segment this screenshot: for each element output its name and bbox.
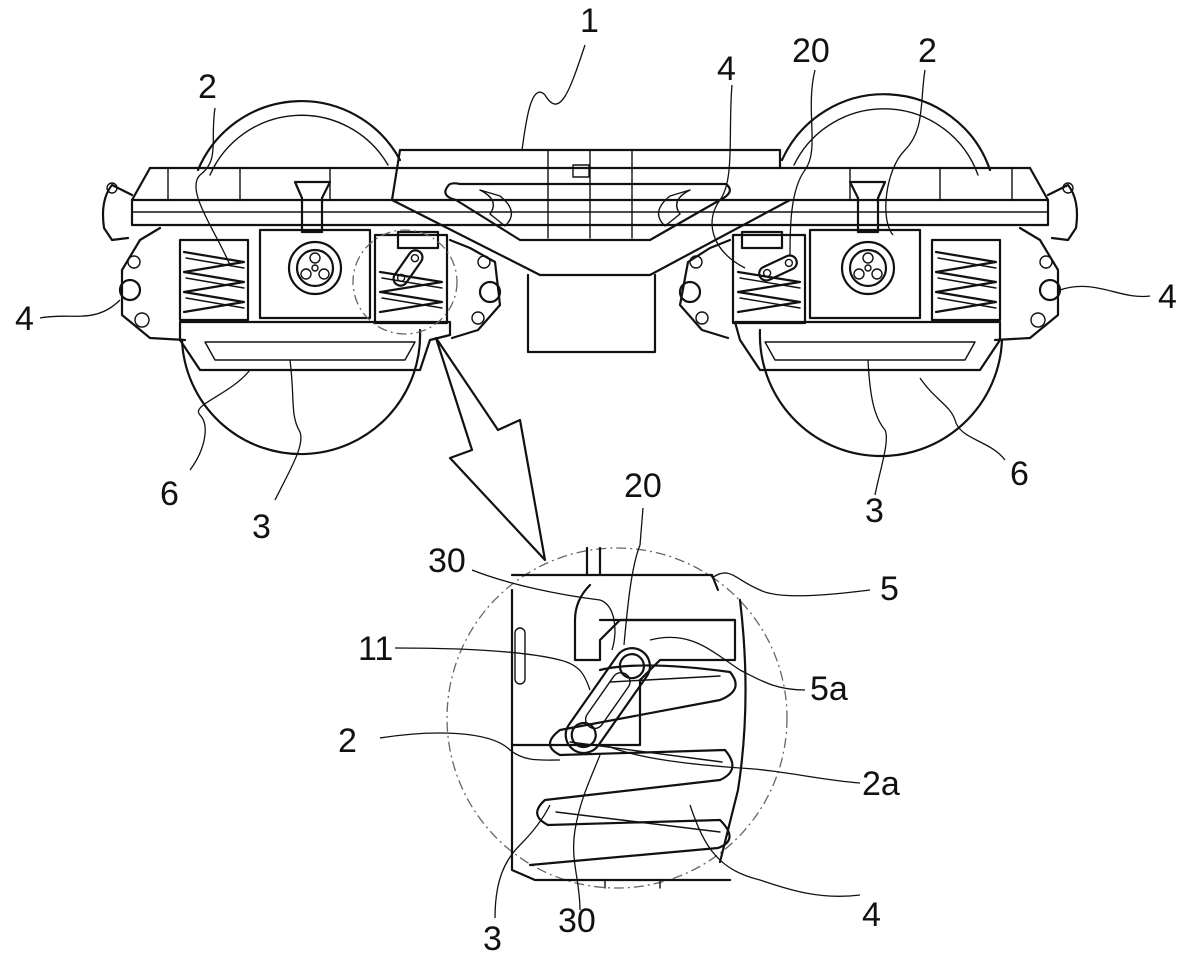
label-spring-2-right: 2 <box>918 32 937 70</box>
label-side-4-right: 4 <box>1158 278 1177 316</box>
label-spring-2-left: 2 <box>198 68 217 106</box>
label-frame-1: 1 <box>580 2 599 40</box>
label-detail-30-top: 30 <box>428 542 466 580</box>
detail-view <box>447 548 787 888</box>
reference-labels: 1 2 2 20 4 4 4 6 3 3 6 20 30 5 11 5a 2 2… <box>15 2 1177 958</box>
label-spring-4-upper: 4 <box>717 50 736 88</box>
label-detail-2a: 2a <box>862 765 900 803</box>
label-detail-5: 5 <box>880 570 899 608</box>
label-bar-3-left: 3 <box>252 508 271 546</box>
right-wheel <box>760 94 1002 456</box>
leader-lines <box>40 45 1150 918</box>
label-detail-4: 4 <box>862 896 881 934</box>
label-side-4-left: 4 <box>15 300 34 338</box>
label-wheel-6-right: 6 <box>1010 455 1029 493</box>
zoom-arrow <box>436 338 545 560</box>
label-detail-2: 2 <box>338 722 357 760</box>
label-detail-11: 11 <box>358 630 393 668</box>
label-detail-5a: 5a <box>810 670 848 708</box>
label-detail-3: 3 <box>483 920 502 958</box>
label-detail-20: 20 <box>624 467 662 505</box>
label-link-20-top: 20 <box>792 32 830 70</box>
left-side-assembly <box>120 182 500 370</box>
label-wheel-6-left: 6 <box>160 475 179 513</box>
label-detail-30-bottom: 30 <box>558 902 596 940</box>
label-bar-3-right: 3 <box>865 492 884 530</box>
